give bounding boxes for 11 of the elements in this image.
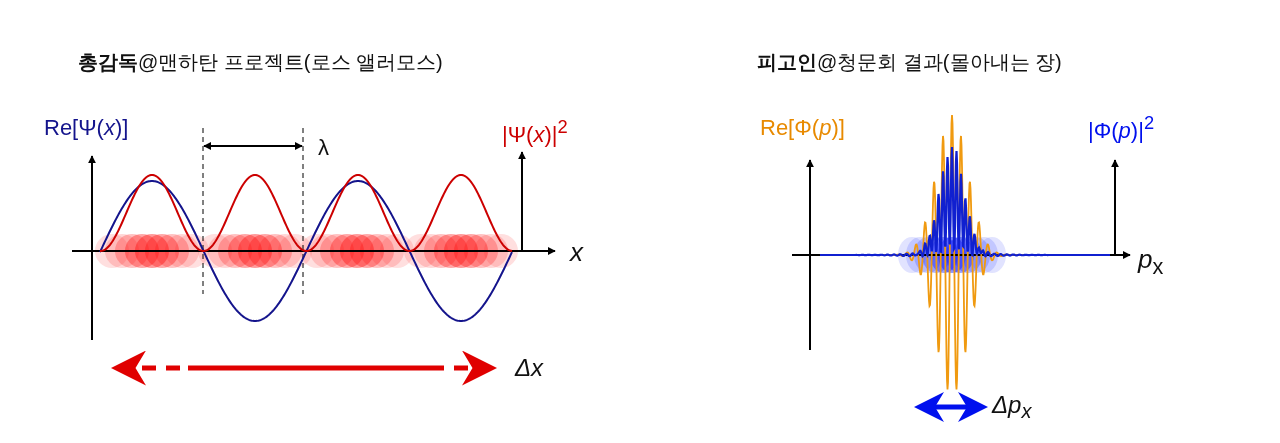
uncertainty-label: Δp$_{x}$ — [992, 392, 1032, 422]
panel-heading: 총감독@맨하탄 프로젝트(로스 앨러모스) — [78, 52, 443, 72]
uncertainty-label: Δx — [515, 356, 544, 380]
axis-label: Re[Ψ(x)] — [44, 117, 129, 139]
axis-label: x — [570, 239, 583, 265]
axis-label: |Ψ(x)|$^{2}$ — [502, 118, 568, 146]
wavelength-label: λ — [318, 137, 329, 159]
axis-label: p$_{x}$ — [1138, 246, 1164, 278]
axis-label: Re[Φ(p)] — [760, 117, 845, 139]
panel-heading: 피고인@청문회 결과(몰아내는 장) — [757, 52, 1062, 72]
axis-label: |Φ(p)|$^{2}$ — [1088, 114, 1155, 142]
